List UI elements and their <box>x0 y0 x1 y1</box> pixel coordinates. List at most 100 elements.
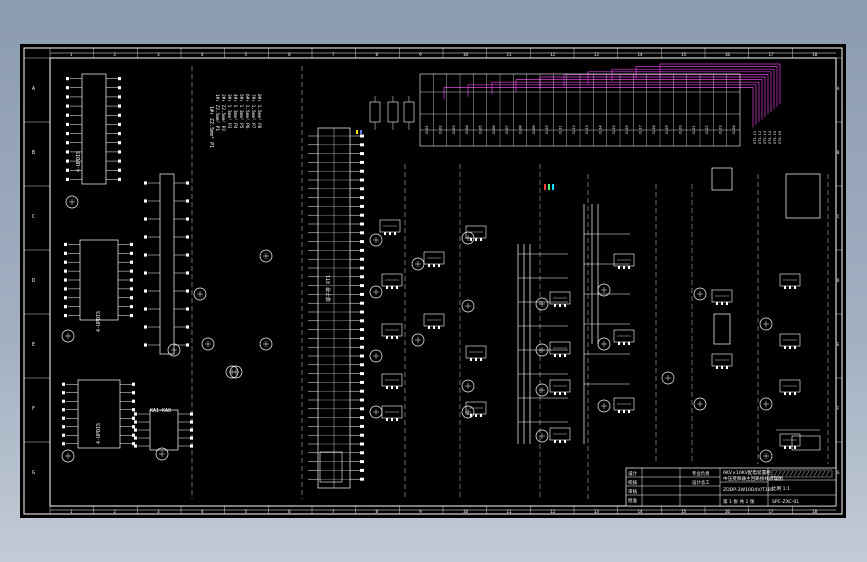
border-number-bottom: 9 <box>419 509 422 514</box>
relay-pin <box>480 358 482 361</box>
relay-block <box>423 251 445 267</box>
terminal-dot <box>130 242 133 247</box>
terminal-dot <box>186 199 189 203</box>
protection-circle <box>693 287 707 301</box>
relay-block <box>613 329 635 345</box>
terminal-dot <box>118 95 121 99</box>
border-letter-right: A <box>837 86 840 91</box>
border-letter-left: F <box>32 406 35 412</box>
tb-title-2: 中压变频器主回路接线原理图 <box>723 475 783 482</box>
border-letter-left: B <box>32 150 35 156</box>
header-code: CL06 <box>492 125 496 134</box>
terminal-screw <box>360 416 364 420</box>
ground-symbol <box>61 449 75 463</box>
terminal-screw <box>360 301 364 305</box>
border-number-bottom: 5 <box>245 509 248 514</box>
terminal-dot <box>66 104 69 108</box>
ground-symbol <box>201 337 215 351</box>
terminal-dot <box>118 76 121 81</box>
relay-pin <box>559 354 561 357</box>
bundle-tag: XT1-11 <box>753 131 757 144</box>
relay-pin <box>726 302 728 305</box>
header-code: CL09 <box>532 125 536 134</box>
hatch-line <box>801 470 806 477</box>
border-letter-right: B <box>837 150 840 155</box>
header-code: CL08 <box>519 125 523 134</box>
relay-pin <box>433 326 435 329</box>
panel-notes: 1#↑ Z2.5mm² P1 <box>208 106 214 148</box>
terminal-screw <box>360 240 364 244</box>
terminal-screw <box>360 266 364 270</box>
relay-pin <box>475 358 477 361</box>
relay-pin <box>396 418 398 421</box>
panel-note: 2#↑ Z2.5mm² P2 <box>220 94 226 131</box>
border-letter-right: D <box>837 278 840 283</box>
relay-pin <box>391 386 393 389</box>
terminal-dot <box>132 416 135 420</box>
relay-pin <box>716 302 718 305</box>
terminal-dot <box>144 325 147 329</box>
terminal-dot <box>64 287 67 291</box>
header-code: CL05 <box>479 125 483 134</box>
header-code: CL16 <box>625 125 629 134</box>
border-number-bottom: 7 <box>332 509 335 514</box>
hatch-line <box>809 470 814 477</box>
terminal-screw <box>360 213 364 217</box>
terminal-screw <box>360 284 364 288</box>
terminal-dot <box>66 150 69 154</box>
cable-bundle-line <box>611 68 775 110</box>
header-code: CL10 <box>545 125 549 134</box>
terminal-dot <box>66 76 69 81</box>
border-number-top: 11 <box>507 52 513 57</box>
relay-pin <box>794 446 796 449</box>
relay-pin <box>470 238 472 241</box>
terminal-dot <box>62 425 65 429</box>
relay-pin <box>564 392 566 395</box>
relay-pin <box>721 366 723 369</box>
terminal-dot <box>144 217 147 221</box>
terminal-dot <box>66 122 69 127</box>
hatch-line <box>789 470 794 477</box>
relay-block <box>381 273 403 289</box>
terminal-dot <box>144 289 147 293</box>
terminal-dot <box>144 271 147 275</box>
relay-block <box>613 253 635 269</box>
border-number-bottom: 16 <box>725 509 731 514</box>
border-number-top: 17 <box>769 52 775 57</box>
terminal-dot <box>130 260 133 264</box>
relay-pin <box>794 346 796 349</box>
protection-circle <box>535 429 549 443</box>
terminal-screw <box>360 275 364 279</box>
relay-pin <box>554 440 556 443</box>
border-number-bottom: 15 <box>681 509 687 514</box>
terminal-dot <box>186 325 189 329</box>
border-number-top: 2 <box>114 52 117 57</box>
cable-bundle-line <box>659 63 781 104</box>
tb-row-review: 审核 <box>628 488 638 495</box>
terminal-screw <box>360 310 364 314</box>
border-number-bottom: 12 <box>550 509 556 514</box>
relay-pin <box>794 392 796 395</box>
border-number-bottom: 14 <box>638 509 644 514</box>
border-number-bottom: 4 <box>201 509 204 514</box>
relay-pin <box>784 446 786 449</box>
border-letter-left: D <box>32 278 35 284</box>
terminal-dot <box>134 420 137 424</box>
terminal-screw <box>360 248 364 252</box>
relay-pin <box>391 336 393 339</box>
fuse-symbol <box>387 101 399 123</box>
relay-pin <box>784 346 786 349</box>
relay-pin <box>470 358 472 361</box>
hatch-line <box>773 470 778 477</box>
terminal-dot <box>130 296 133 300</box>
protection-circle <box>535 297 549 311</box>
relay-pin <box>559 392 561 395</box>
relay-pin <box>559 304 561 307</box>
relay-block <box>549 379 571 395</box>
border-number-bottom: 8 <box>376 509 379 514</box>
terminal-screw <box>360 204 364 208</box>
cable-bundle-line <box>467 84 757 125</box>
terminal-dot <box>130 251 133 255</box>
